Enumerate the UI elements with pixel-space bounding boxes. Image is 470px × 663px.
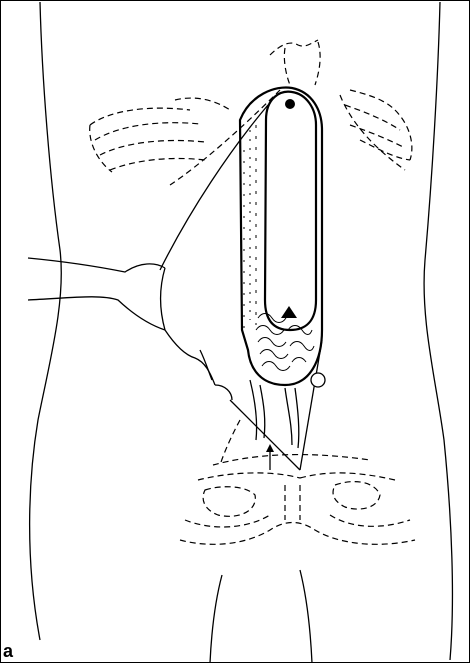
dot-marker xyxy=(285,99,295,109)
hand xyxy=(28,258,232,400)
arrow-indicator xyxy=(266,444,274,470)
panel-label: a xyxy=(3,641,13,661)
torso-outline xyxy=(30,2,453,663)
triangle-marker xyxy=(281,306,297,318)
pelvis xyxy=(180,420,415,544)
circle-marker xyxy=(311,373,325,387)
sternum xyxy=(270,40,320,85)
